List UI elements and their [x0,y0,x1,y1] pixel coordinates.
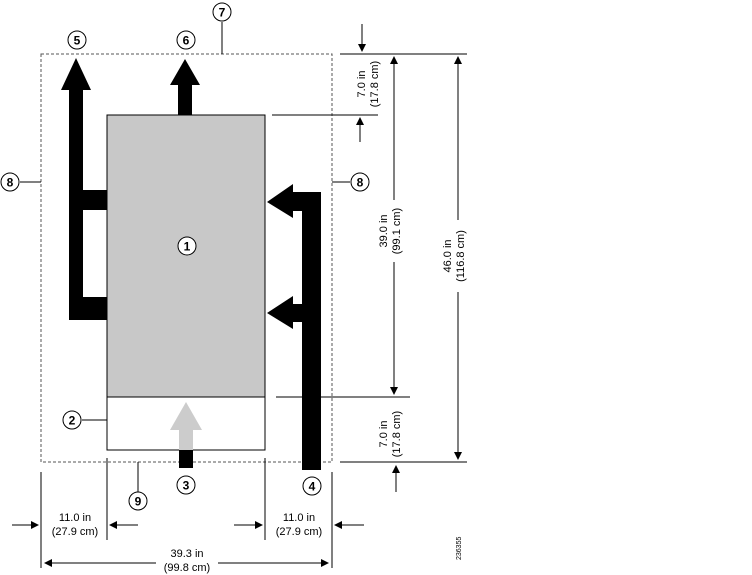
dim-total-height-label: 46.0 in (116.8 cm) [442,230,467,282]
callout-7-label: 7 [219,6,226,20]
dim-top-clearance-label: 7.0 in (17.8 cm) [356,61,381,107]
top-clearance-cm: (17.8 cm) [369,61,381,107]
total-height-in: 46.0 in [442,239,454,272]
callout-8-right: 8 [350,172,370,192]
dim-total-width-label: 39.3 in (99.8 cm) [164,548,210,574]
callout-1: 1 [177,236,197,256]
dim-bottom-clearance-label: 7.0 in (17.8 cm) [378,411,403,457]
callout-8-left-label: 8 [7,176,14,190]
callout-6: 6 [176,30,196,50]
total-width-in: 39.3 in [170,548,203,560]
dim-right-side-label: 11.0 in (27.9 cm) [276,512,322,538]
callout-9-label: 9 [135,495,142,509]
intake-stub [179,450,193,468]
callout-9: 9 [128,491,148,511]
left-exhaust-arrow [61,58,107,320]
right-side-cm: (27.9 cm) [276,526,322,538]
dim-chassis-height-label: 39.0 in (99.1 cm) [378,208,403,254]
callout-4-label: 4 [309,480,316,494]
top-clearance-in: 7.0 in [356,71,368,98]
right-side-in: 11.0 in [283,512,315,524]
callout-7: 7 [212,2,232,22]
callout-8-right-label: 8 [357,176,364,190]
callout-4: 4 [302,476,322,496]
callout-3: 3 [176,475,196,495]
chassis-height-in: 39.0 in [378,214,390,247]
chassis-body [106,114,266,398]
dim-total-width-head-right [321,559,329,567]
bottom-clearance-in: 7.0 in [378,421,390,448]
chassis-height-cm: (99.1 cm) [391,208,403,254]
top-exhaust-arrow [170,59,200,115]
callout-1-label: 1 [184,240,191,254]
callout-2: 2 [62,410,82,430]
callout-5-label: 5 [74,34,81,48]
callout-5: 5 [67,30,87,50]
clearance-boundary [40,53,333,463]
right-intake-arrow-lower [267,296,302,329]
right-intake-arrow [267,184,321,470]
intake-airflow-arrow [170,402,202,450]
bottom-clearance-cm: (17.8 cm) [391,411,403,457]
left-side-in: 11.0 in [59,512,91,524]
left-side-cm: (27.9 cm) [52,526,98,538]
callout-2-label: 2 [69,414,76,428]
figure-id: 236355 [456,537,463,560]
callout-8-left: 8 [0,172,20,192]
dim-total-width-head-left [44,559,52,567]
total-height-cm: (116.8 cm) [455,230,467,282]
callout-3-label: 3 [183,479,190,493]
dim-left-side-label: 11.0 in (27.9 cm) [52,512,98,538]
callout-6-label: 6 [183,34,190,48]
dim-total-width-gap [156,550,218,572]
total-width-cm: (99.8 cm) [164,562,210,574]
